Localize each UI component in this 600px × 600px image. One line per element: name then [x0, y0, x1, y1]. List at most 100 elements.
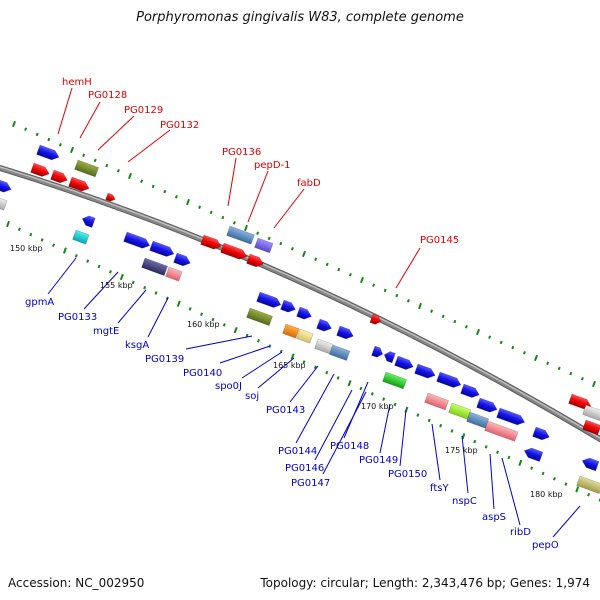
gene-mgtE [141, 257, 168, 276]
bottom-12-leader [343, 381, 369, 439]
top-2-label: PG0129 [124, 105, 163, 116]
outer-tick-mark [140, 179, 144, 183]
outer-tick-mark [105, 163, 109, 168]
outer-tick-mark [418, 302, 422, 310]
inner-tick-mark [553, 477, 556, 481]
top-6-leader [273, 188, 305, 229]
gene-ribD-a [532, 426, 550, 441]
bottom-6-leader [241, 351, 283, 379]
gene-PG0148b [414, 363, 436, 379]
gene-PG0133 [123, 231, 151, 249]
gene-PG0150 [476, 397, 498, 413]
map-title: Porphyromonas gingivalis W83, complete g… [136, 10, 464, 25]
bottom-18-leader [501, 457, 521, 526]
bottom-0-label: gpmA [25, 297, 54, 308]
inner-tick-mark [427, 418, 431, 423]
outer-tick-mark [464, 325, 468, 329]
backbone-shadow [0, 164, 600, 443]
outer-tick-mark [314, 257, 318, 261]
outer-tick-mark [12, 120, 16, 128]
bottom-15-leader [431, 423, 441, 481]
inner-tick-mark [473, 439, 477, 444]
outer-tick-mark [395, 293, 399, 298]
inner-tick-mark [450, 429, 454, 433]
topology-summary: Topology: circular; Length: 2,343,476 bp… [260, 576, 590, 590]
inner-tick-mark [484, 445, 488, 449]
outer-tick-mark [476, 328, 480, 336]
gene-PG0129 [30, 162, 50, 177]
gene-gpmA-a [81, 215, 96, 228]
gene-ribD-b [523, 447, 544, 462]
bottom-3-label: ksgA [125, 340, 149, 351]
gene-ribD [484, 420, 519, 442]
top-2-leader [97, 115, 135, 151]
inner-tick-mark [336, 376, 340, 380]
bottom-5-leader [219, 345, 271, 364]
bottom-19-label: pepO [532, 540, 559, 551]
inner-tick-mark [222, 323, 226, 327]
bottom-14-leader [399, 409, 407, 467]
inner-tick-mark [393, 402, 397, 407]
inner-tick-mark [52, 243, 55, 247]
outer-tick-mark [348, 273, 352, 277]
gene-right-gray [582, 404, 600, 421]
gene-PG0139a [256, 291, 282, 308]
bottom-11-leader [322, 391, 367, 475]
tick-dots [6, 120, 600, 502]
backbone-line [0, 165, 600, 442]
inner-tick-mark [347, 380, 352, 387]
bottom-17-leader [489, 453, 495, 510]
gene-aspS [466, 411, 490, 429]
bottom-4-label: PG0139 [145, 354, 184, 365]
gene-pepD-1 [254, 237, 274, 254]
outer-tick-mark [569, 371, 573, 376]
outer-tick-mark [383, 288, 387, 293]
inner-tick-mark [29, 232, 33, 237]
inner-tick-mark [564, 482, 568, 486]
gene-PG0140 [282, 323, 300, 339]
gene-PG0133b [149, 240, 175, 257]
gene-PG0139b [280, 299, 296, 313]
top-5-leader [247, 170, 269, 223]
inner-tick-mark [6, 220, 10, 228]
top-7-leader [395, 247, 421, 289]
scale-label: 155 kbp [100, 281, 133, 290]
scale-label: 150 kbp [10, 244, 43, 253]
outer-tick-mark [580, 377, 584, 381]
gene-PG0143 [329, 344, 351, 361]
accession-text: Accession: NC_002950 [8, 576, 145, 590]
inner-tick-mark [86, 259, 90, 263]
inner-tick-mark [439, 423, 443, 428]
top-5-label: pepD-1 [254, 160, 291, 171]
gene-right-red-b [582, 419, 600, 436]
outer-tick-mark [209, 210, 213, 215]
inner-tick-mark [17, 227, 21, 232]
outer-tick-mark [151, 184, 155, 189]
gene-PG0139c [296, 306, 312, 320]
bottom-2-leader [117, 289, 147, 324]
label-leader-lines [47, 87, 581, 538]
outer-tick-mark [302, 250, 306, 258]
outer-tick-mark [256, 231, 260, 235]
outer-tick-mark [441, 314, 445, 319]
gene-features [0, 144, 600, 494]
inner-tick-mark [359, 386, 363, 391]
gene-hemH [36, 144, 60, 161]
gene-labels: hemHPG0128PG0129PG0132PG0136pepD-1fabDPG… [25, 77, 559, 551]
inner-tick-mark [404, 406, 409, 413]
gene-left-blue [0, 177, 12, 193]
inner-tick-mark [62, 247, 67, 254]
top-4-label: PG0136 [222, 147, 261, 158]
gene-PG0148a [394, 355, 414, 370]
scale-label: 180 kbp [530, 490, 563, 499]
bottom-19-leader [552, 505, 581, 538]
bottom-5-label: PG0140 [183, 368, 222, 379]
bottom-7-leader [257, 357, 295, 389]
bottom-0-leader [47, 257, 77, 295]
outer-tick-mark [93, 158, 97, 163]
bottom-14-label: PG0150 [388, 469, 427, 480]
inner-tick-mark [325, 370, 329, 375]
